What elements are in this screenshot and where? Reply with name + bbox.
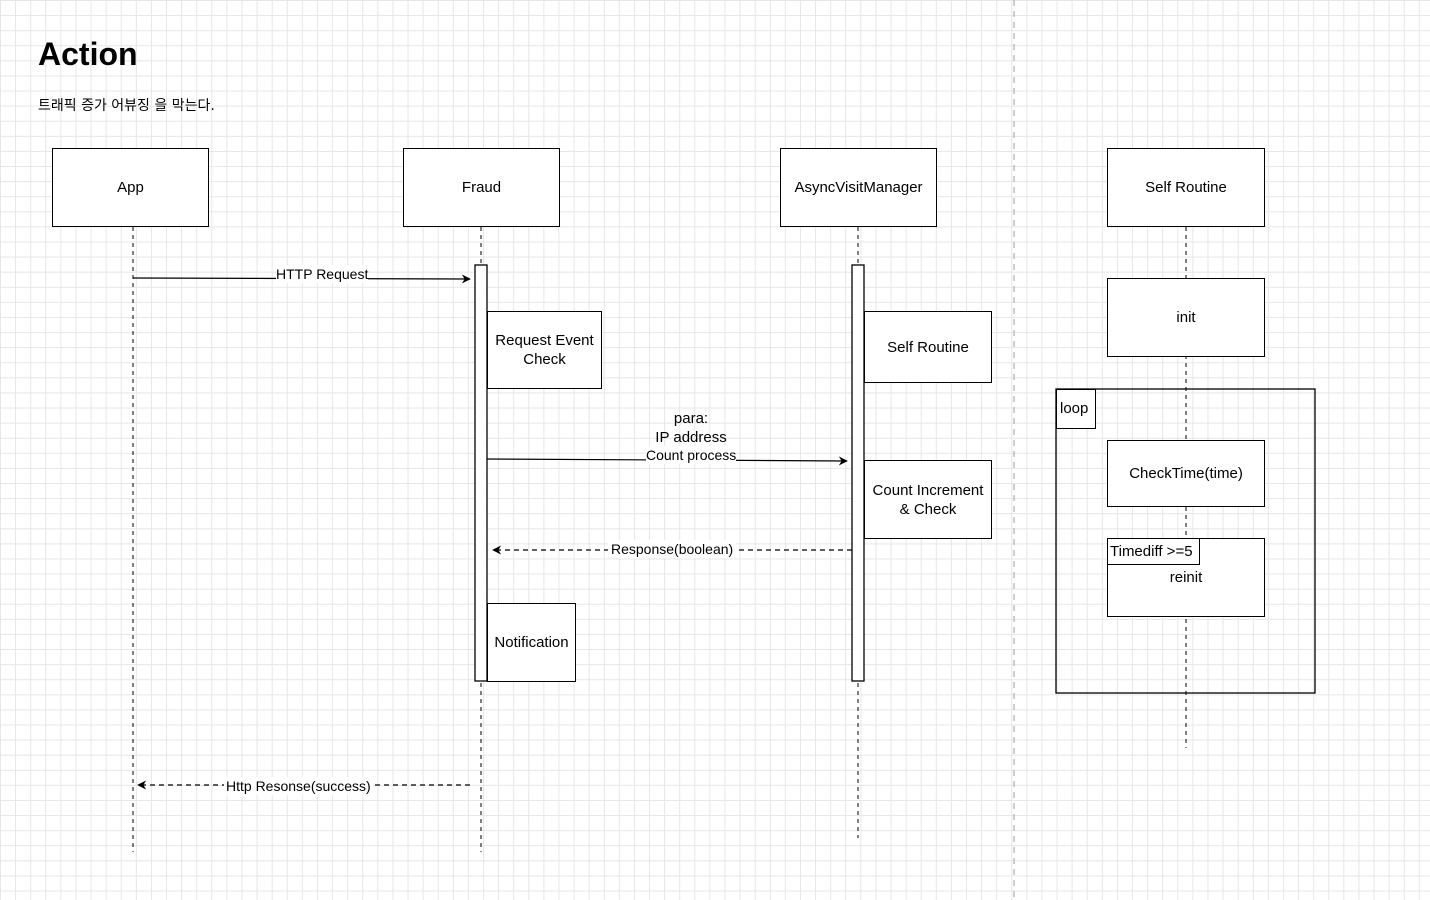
activation-bar-fraud bbox=[474, 264, 488, 682]
count-increment-check-box[interactable]: Count Increment & Check bbox=[864, 460, 992, 539]
response-boolean-label: Response(boolean) bbox=[608, 540, 737, 558]
check-time-box[interactable]: CheckTime(time) bbox=[1107, 440, 1265, 507]
loop-label: loop bbox=[1056, 389, 1096, 429]
timediff-condition-label: Timediff >=5 bbox=[1107, 538, 1200, 565]
reinit-label: reinit bbox=[1169, 569, 1203, 586]
http-request-label: HTTP Request bbox=[276, 265, 369, 283]
init-box[interactable]: init bbox=[1107, 278, 1265, 357]
count-process-label: Count process bbox=[646, 446, 737, 464]
page-subtitle: 트래픽 증가 어뷰징 을 막는다. bbox=[38, 98, 215, 114]
participant-fraud[interactable]: Fraud bbox=[403, 148, 560, 227]
self-routine-step-box[interactable]: Self Routine bbox=[864, 311, 992, 383]
participant-async-visit-manager[interactable]: AsyncVisitManager bbox=[780, 148, 937, 227]
request-event-check-box[interactable]: Request Event Check bbox=[487, 311, 602, 389]
count-process-params-label: para: IP address bbox=[655, 410, 727, 446]
activation-bar-async-visit-manager bbox=[851, 264, 865, 682]
participant-self-routine[interactable]: Self Routine bbox=[1107, 148, 1265, 227]
loop-frame bbox=[1055, 388, 1316, 694]
notification-box[interactable]: Notification bbox=[487, 603, 576, 682]
http-response-label: Http Resonse(success) bbox=[224, 777, 373, 795]
participant-app[interactable]: App bbox=[52, 148, 209, 227]
page-title: Action bbox=[38, 36, 138, 72]
